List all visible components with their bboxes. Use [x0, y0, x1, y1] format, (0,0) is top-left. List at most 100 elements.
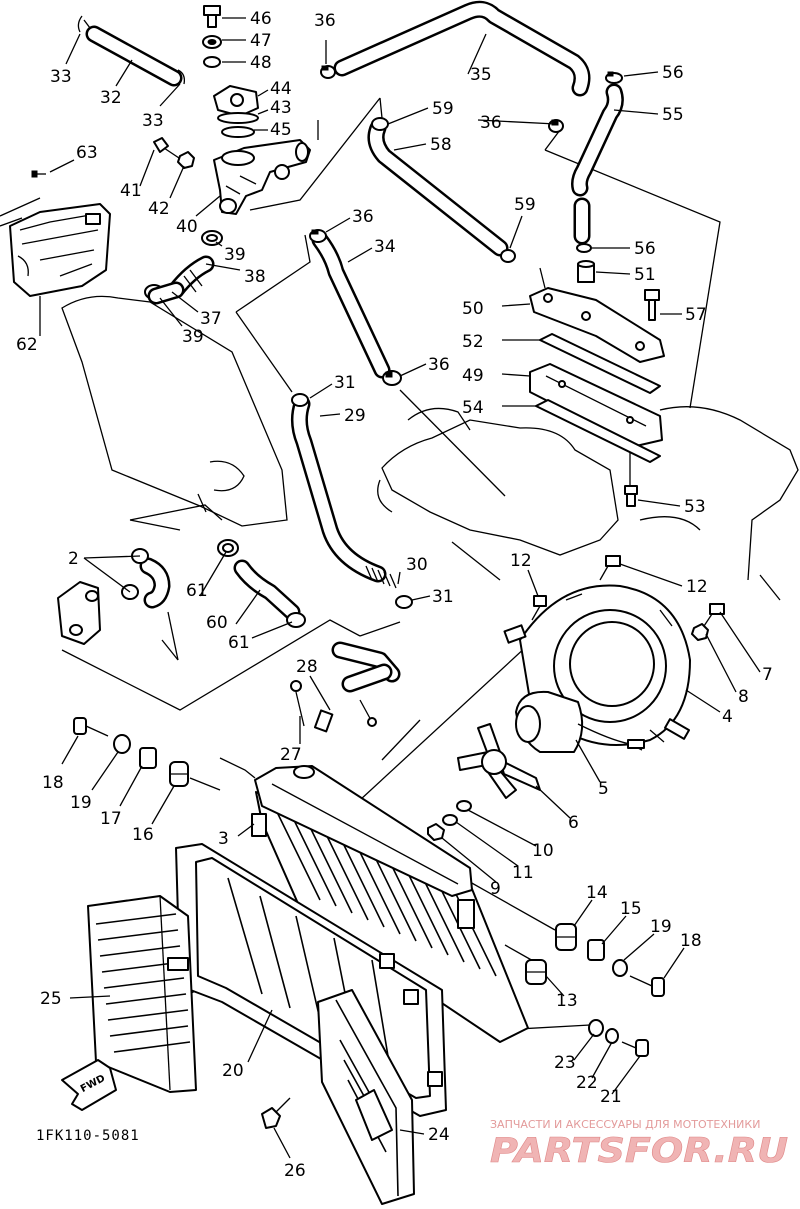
bolt-18-left — [73, 717, 109, 737]
callout-57: 57 — [685, 305, 707, 325]
callout-9: 9 — [490, 879, 501, 899]
watermark: ЗАПЧАСТИ И АКСЕССУАРЫ ДЛЯ МОТОТЕХНИКИ PA… — [490, 1118, 789, 1171]
radiator-core-3 — [251, 765, 529, 1043]
callout-29: 29 — [344, 406, 366, 426]
clamp-61-top — [217, 539, 239, 557]
callout-labels: 46 47 48 44 43 45 36 35 33 32 33 63 41 4… — [16, 9, 773, 1181]
callout-8: 8 — [738, 687, 749, 707]
bolt-41 — [153, 137, 183, 161]
watermark-tagline: ЗАПЧАСТИ И АКСЕССУАРЫ ДЛЯ МОТОТЕХНИКИ — [490, 1118, 760, 1131]
hose-32 — [85, 25, 183, 87]
callout-24: 24 — [428, 1125, 450, 1145]
callout-51: 51 — [634, 265, 656, 285]
callout-46: 46 — [250, 9, 272, 29]
clamp-36-mid — [548, 119, 564, 133]
thermostat-housing-group — [31, 5, 311, 305]
clamp-59-low — [500, 249, 516, 263]
diagram-code: 1FK110-5081 — [36, 1128, 140, 1144]
callout-38: 38 — [244, 267, 266, 287]
plate-50 — [529, 287, 665, 363]
callout-36-mid: 36 — [480, 113, 502, 133]
callout-30: 30 — [406, 555, 428, 575]
bolt-53 — [624, 485, 638, 507]
clamp-59-top — [371, 117, 389, 131]
bolt-63 — [31, 170, 46, 178]
callout-2: 2 — [68, 549, 79, 569]
callout-62: 62 — [16, 335, 38, 355]
callout-6: 6 — [568, 813, 579, 833]
callout-19-left: 19 — [70, 793, 92, 813]
callout-17: 17 — [100, 809, 122, 829]
washer-47 — [202, 35, 222, 49]
callout-4: 4 — [722, 707, 733, 727]
callout-61-top: 61 — [186, 581, 208, 601]
side-cover-24 — [317, 989, 415, 1205]
callout-36-low: 36 — [428, 355, 450, 375]
callout-40: 40 — [176, 217, 198, 237]
watermark-logo: PARTSFOR.RU — [490, 1131, 788, 1171]
gasket-54 — [535, 399, 661, 463]
callout-16: 16 — [132, 825, 154, 845]
callout-48: 48 — [250, 53, 272, 73]
callout-15: 15 — [620, 899, 642, 919]
grommet-16 — [169, 761, 189, 787]
callout-49: 49 — [462, 366, 484, 386]
fwd-arrow-icon: FWD — [61, 1059, 117, 1111]
callout-32: 32 — [100, 88, 122, 108]
collar-23 — [588, 1019, 604, 1037]
callout-61-low: 61 — [228, 633, 250, 653]
callout-20: 20 — [222, 1061, 244, 1081]
callout-54: 54 — [462, 398, 484, 418]
callout-52: 52 — [462, 332, 484, 352]
engine-block-left-outline — [61, 295, 288, 527]
clamp-36-34 — [309, 229, 327, 243]
clamp-56-top — [605, 71, 623, 84]
engine-block-right-outline — [377, 406, 799, 601]
bolt-18-right — [629, 975, 665, 997]
callout-34: 34 — [374, 237, 396, 257]
clamp-33-left — [77, 15, 91, 33]
bolt-12-b — [599, 555, 621, 581]
bolt-7 — [703, 603, 725, 627]
union-bracket-left — [57, 581, 101, 645]
callout-36-top: 36 — [314, 11, 336, 31]
callout-14: 14 — [586, 883, 608, 903]
plate-49 — [529, 363, 663, 447]
spring-30 — [365, 565, 397, 589]
bolt-21 — [621, 1039, 649, 1057]
collar-17 — [139, 747, 157, 769]
callout-19-right: 19 — [650, 917, 672, 937]
callout-31-top: 31 — [334, 373, 356, 393]
cap-51 — [577, 260, 595, 283]
washer-19-right — [612, 959, 628, 977]
callout-59-top: 59 — [432, 99, 454, 119]
hose-clamps — [77, 15, 623, 628]
callout-39-top: 39 — [224, 245, 246, 265]
callout-44: 44 — [270, 79, 292, 99]
callout-42: 42 — [148, 199, 170, 219]
callout-58: 58 — [430, 135, 452, 155]
callout-56-top: 56 — [662, 63, 684, 83]
callout-53: 53 — [684, 497, 706, 517]
pipe-assembly-27-28 — [290, 641, 401, 733]
nut-8 — [691, 623, 709, 641]
washer-19-left — [113, 734, 131, 754]
callout-36-hose34: 36 — [352, 207, 374, 227]
callout-7: 7 — [762, 665, 773, 685]
cap-44 — [213, 85, 259, 117]
washer-10 — [456, 800, 472, 812]
callout-5: 5 — [598, 779, 609, 799]
callout-12-a: 12 — [510, 551, 532, 571]
callout-60: 60 — [206, 613, 228, 633]
oring-56-low — [576, 243, 592, 253]
clamp-33-right — [177, 69, 186, 85]
callout-41: 41 — [120, 181, 142, 201]
callout-56-low: 56 — [634, 239, 656, 259]
callout-11: 11 — [512, 863, 534, 883]
callout-43: 43 — [270, 98, 292, 118]
callout-18-right: 18 — [680, 931, 702, 951]
callout-3: 3 — [218, 829, 229, 849]
bracket-62 — [9, 203, 111, 297]
callout-33-right: 33 — [142, 111, 164, 131]
